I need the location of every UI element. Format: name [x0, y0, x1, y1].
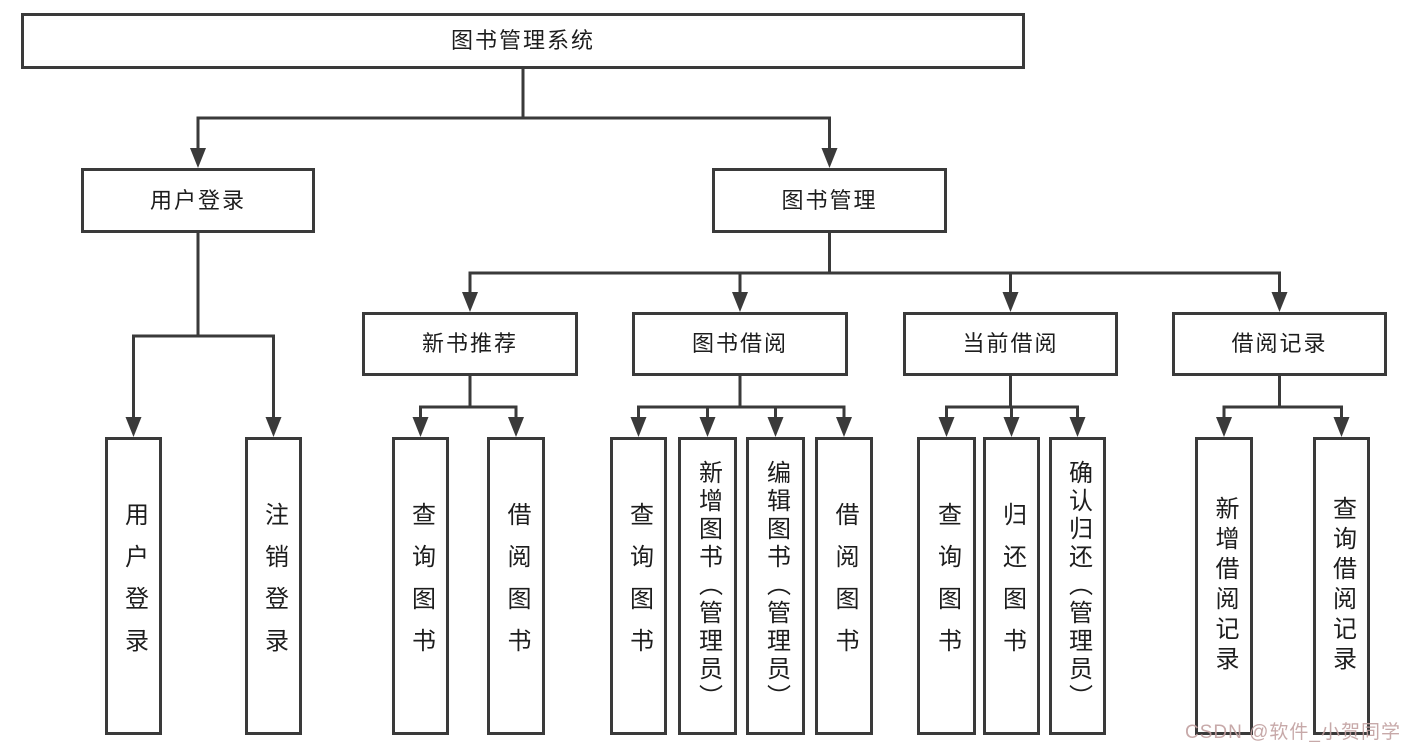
- node-leaf-query-record: 查询借阅记录: [1313, 437, 1370, 735]
- node-label-leaf-add-record: 新增借阅记录: [1211, 496, 1238, 676]
- node-label-user-login: 用户登录: [149, 187, 246, 213]
- node-leaf-add-record: 新增借阅记录: [1195, 437, 1253, 735]
- node-label-leaf-logout: 注销登录: [260, 502, 288, 670]
- node-borrow-records: 借阅记录: [1172, 312, 1387, 376]
- node-leaf-borrow-book-1: 借阅图书: [487, 437, 545, 735]
- node-user-login: 用户登录: [81, 168, 315, 233]
- node-label-leaf-query-book-3: 查询图书: [933, 502, 961, 670]
- node-leaf-confirm-ret: 确认归还（管理员）: [1049, 437, 1106, 735]
- node-label-leaf-confirm-ret: 确认归还（管理员）: [1064, 460, 1092, 712]
- node-leaf-logout: 注销登录: [245, 437, 302, 735]
- node-label-borrow-records: 借阅记录: [1231, 331, 1328, 356]
- node-label-leaf-query-record: 查询借阅记录: [1328, 496, 1356, 676]
- node-label-leaf-query-book-1: 查询图书: [407, 502, 435, 670]
- node-leaf-return-book: 归还图书: [983, 437, 1040, 735]
- node-new-book-rec: 新书推荐: [362, 312, 578, 376]
- node-label-leaf-user-login: 用户登录: [120, 502, 148, 670]
- node-label-book-mgmt: 图书管理: [781, 187, 878, 213]
- node-label-book-borrow: 图书借阅: [691, 331, 788, 356]
- node-leaf-query-book-3: 查询图书: [917, 437, 976, 735]
- node-label-leaf-borrow-book-2: 借阅图书: [831, 502, 858, 670]
- node-label-leaf-edit-book: 编辑图书（管理员）: [762, 460, 790, 712]
- node-leaf-user-login: 用户登录: [105, 437, 162, 735]
- node-leaf-query-book-2: 查询图书: [610, 437, 667, 735]
- node-leaf-borrow-book-2: 借阅图书: [815, 437, 873, 735]
- node-label-leaf-return-book: 归还图书: [998, 502, 1026, 670]
- node-book-mgmt: 图书管理: [712, 168, 947, 233]
- node-leaf-query-book-1: 查询图书: [392, 437, 449, 735]
- node-label-leaf-add-book: 新增图书（管理员）: [694, 460, 722, 712]
- node-current-borrow: 当前借阅: [903, 312, 1118, 376]
- node-book-borrow: 图书借阅: [632, 312, 848, 376]
- node-label-new-book-rec: 新书推荐: [421, 331, 518, 356]
- watermark: CSDN @软件_小贺同学: [1185, 722, 1401, 743]
- node-label-root: 图书管理系统: [450, 28, 595, 53]
- node-label-leaf-query-book-2: 查询图书: [625, 502, 653, 670]
- node-leaf-add-book: 新增图书（管理员）: [678, 437, 737, 735]
- node-label-leaf-borrow-book-1: 借阅图书: [503, 502, 530, 670]
- node-label-current-borrow: 当前借阅: [962, 331, 1059, 356]
- node-root: 图书管理系统: [21, 13, 1025, 69]
- node-leaf-edit-book: 编辑图书（管理员）: [746, 437, 805, 735]
